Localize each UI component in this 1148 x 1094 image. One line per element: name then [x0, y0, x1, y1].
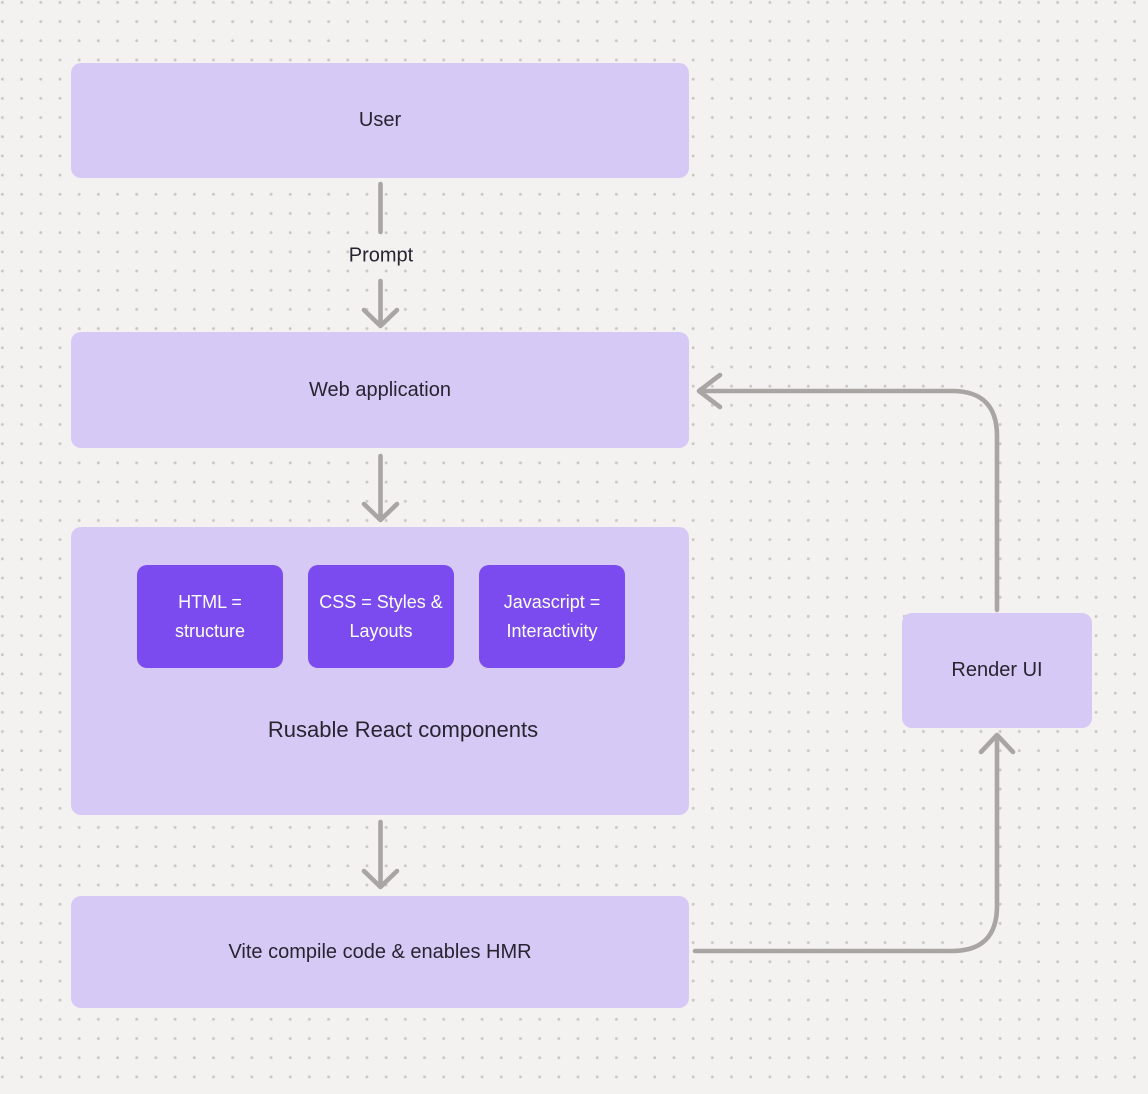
node-vite[interactable]: Vite compile code & enables HMR — [71, 896, 689, 1008]
node-render-ui-label: Render UI — [951, 659, 1043, 681]
node-render-ui[interactable]: Render UI — [902, 613, 1092, 728]
arrowhead-down-icon — [361, 868, 400, 890]
arrowhead-down-icon — [361, 307, 400, 329]
arrowhead-down-icon — [361, 501, 400, 523]
arrowhead-left-icon — [696, 372, 723, 410]
node-components-group[interactable]: HTML = structure CSS = Styles & Layouts … — [71, 527, 689, 815]
node-user[interactable]: User — [71, 63, 689, 178]
node-html-structure-label: HTML = structure — [174, 592, 246, 641]
node-css-styles[interactable]: CSS = Styles & Layouts — [308, 565, 454, 668]
node-css-styles-label: CSS = Styles & Layouts — [319, 592, 443, 641]
node-javascript-interactivity[interactable]: Javascript = Interactivity — [479, 565, 625, 668]
arrowhead-up-icon — [978, 732, 1016, 755]
components-group-label: Rusable React components — [267, 717, 539, 742]
edge-render-to-webapp[interactable] — [701, 388, 1000, 613]
edge-label-prompt: Prompt — [348, 244, 414, 267]
node-javascript-interactivity-label: Javascript = Interactivity — [503, 592, 601, 641]
node-web-application[interactable]: Web application — [71, 332, 689, 448]
node-user-label: User — [358, 109, 402, 131]
node-html-structure[interactable]: HTML = structure — [137, 565, 283, 668]
edge-vite-to-render[interactable] — [692, 738, 1000, 954]
node-vite-label: Vite compile code & enables HMR — [228, 940, 532, 963]
node-web-application-label: Web application — [309, 378, 451, 401]
